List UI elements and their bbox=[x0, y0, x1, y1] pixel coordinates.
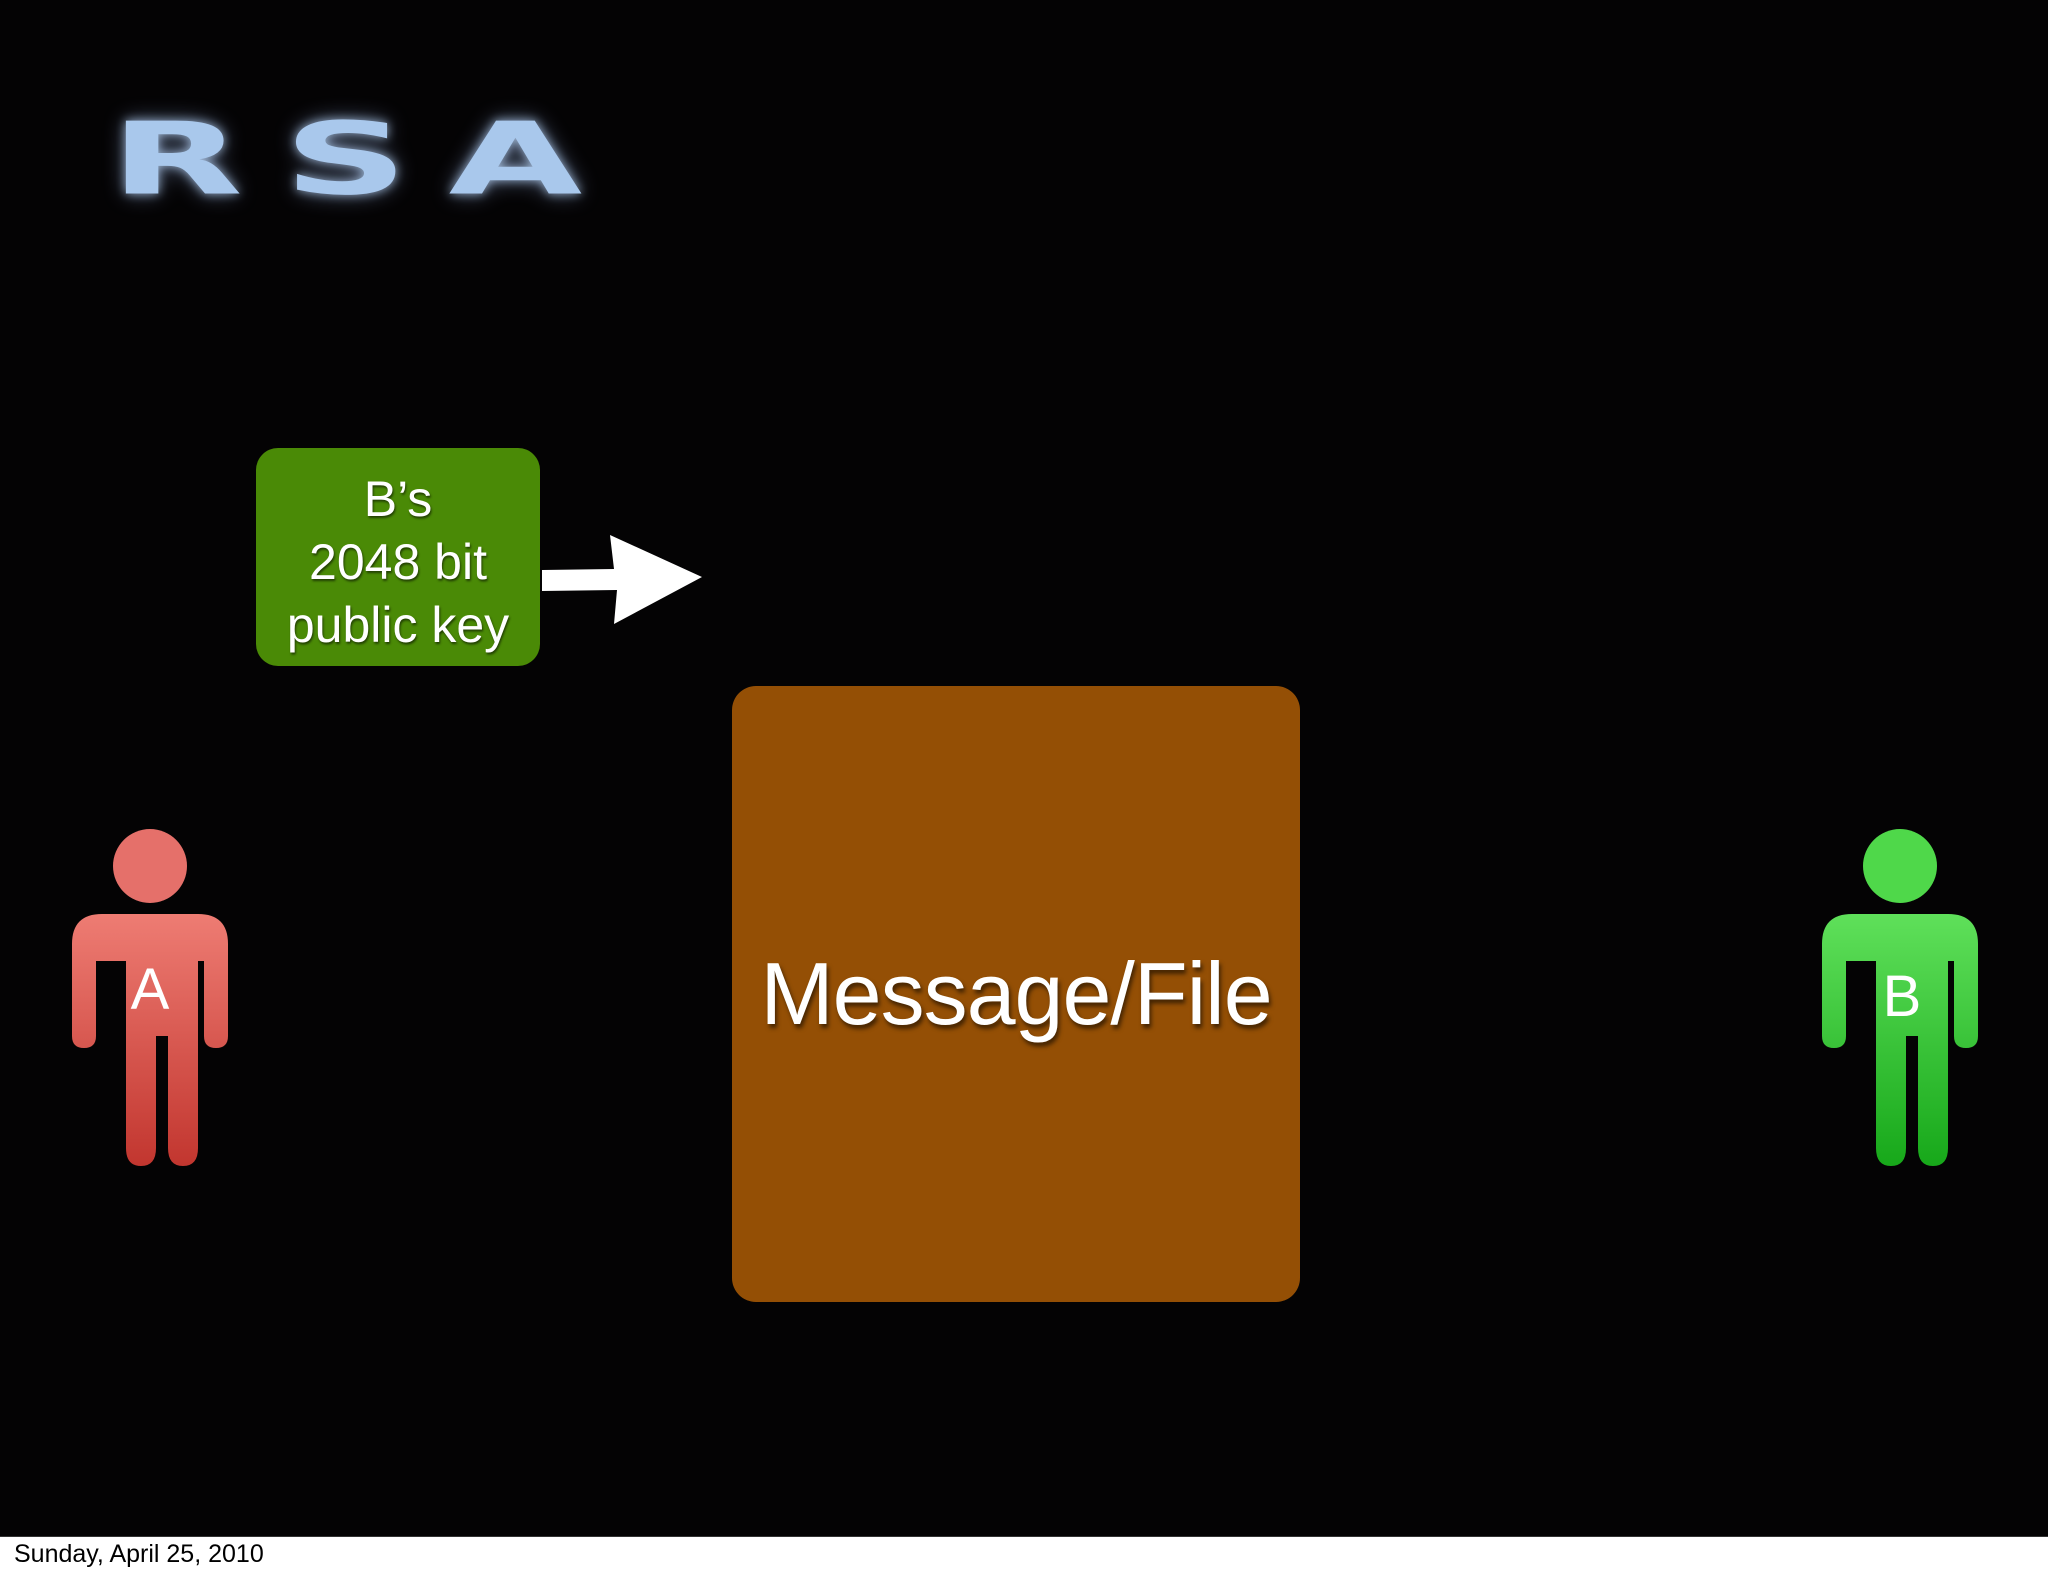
key-box-line-type: public key bbox=[286, 597, 510, 653]
person-b-icon: B bbox=[1822, 829, 1978, 1166]
person-a-icon: A bbox=[72, 829, 228, 1166]
person-b-label: B bbox=[1883, 964, 1922, 1029]
slide-title: RSA bbox=[110, 101, 623, 218]
right-arrow-icon bbox=[542, 535, 702, 624]
slide: RSA B’s 2048 bit public key Message/File… bbox=[0, 0, 2048, 1537]
message-file-label: Message/File bbox=[760, 944, 1272, 1043]
key-box-line-owner: B’s bbox=[363, 471, 433, 527]
public-key-box: B’s 2048 bit public key bbox=[256, 448, 540, 666]
message-file-box: Message/File bbox=[732, 686, 1300, 1302]
key-box-line-size: 2048 bit bbox=[309, 534, 487, 590]
footer-date: Sunday, April 25, 2010 bbox=[14, 1540, 264, 1568]
person-a-label: A bbox=[131, 957, 170, 1022]
